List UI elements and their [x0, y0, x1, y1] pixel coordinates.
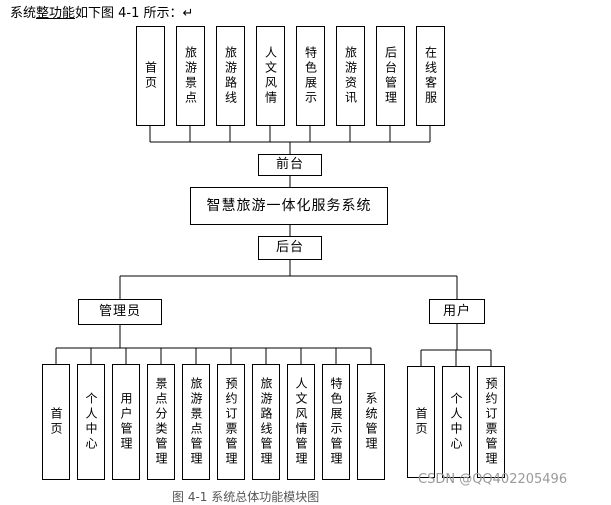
- admin-item-culture-mgmt-label: 人文风情管理: [294, 377, 308, 467]
- admin-item-home: 首页: [42, 364, 70, 480]
- admin-item-system-mgmt: 系统管理: [357, 364, 385, 480]
- user-item-booking-mgmt-label: 预约订票管理: [484, 377, 498, 467]
- node-scenic-spots: 旅游景点: [176, 26, 205, 126]
- admin-item-profile-label: 个人中心: [84, 392, 98, 452]
- caption-suffix: 如下图 4-1 所示：: [75, 6, 183, 21]
- admin-item-route-mgmt-label: 旅游路线管理: [259, 377, 273, 467]
- user-item-profile: 个人中心: [442, 366, 470, 478]
- admin-item-scenic-mgmt: 旅游景点管理: [182, 364, 210, 480]
- return-mark-icon: ↵: [182, 6, 194, 21]
- node-admin-label: 管理员: [98, 304, 141, 319]
- node-featured: 特色展示: [296, 26, 325, 126]
- admin-item-booking-mgmt: 预约订票管理: [217, 364, 245, 480]
- admin-item-user-mgmt: 用户管理: [112, 364, 140, 480]
- node-featured-label: 特色展示: [303, 46, 318, 106]
- node-news: 旅游资讯: [336, 26, 365, 126]
- caption-prefix: 系统: [10, 6, 37, 21]
- node-online-service: 在线客服: [416, 26, 445, 126]
- admin-item-spot-category: 景点分类管理: [147, 364, 175, 480]
- admin-item-booking-mgmt-label: 预约订票管理: [224, 377, 238, 467]
- admin-item-route-mgmt: 旅游路线管理: [252, 364, 280, 480]
- node-tour-routes: 旅游路线: [216, 26, 245, 126]
- admin-item-scenic-mgmt-label: 旅游景点管理: [189, 377, 203, 467]
- node-backend-admin-label: 后台管理: [383, 46, 398, 106]
- node-culture-label: 人文风情: [263, 46, 278, 106]
- node-backend-admin: 后台管理: [376, 26, 405, 126]
- node-system-title: 智慧旅游一体化服务系统: [190, 187, 388, 225]
- admin-item-home-label: 首页: [49, 407, 63, 437]
- admin-item-culture-mgmt: 人文风情管理: [287, 364, 315, 480]
- admin-item-spot-category-label: 景点分类管理: [154, 377, 168, 467]
- figure-caption: 图 4-1 系统总体功能模块图: [172, 490, 320, 504]
- admin-item-profile: 个人中心: [77, 364, 105, 480]
- node-admin: 管理员: [78, 299, 162, 325]
- user-item-booking-mgmt: 预约订票管理: [477, 366, 505, 478]
- node-user: 用户: [429, 299, 485, 324]
- user-item-profile-label: 个人中心: [449, 392, 463, 452]
- watermark: CSDN @QQ402205496: [418, 472, 568, 487]
- intro-caption: 系统整功能如下图 4-1 所示：↵: [10, 2, 193, 21]
- admin-item-system-mgmt-label: 系统管理: [364, 392, 378, 452]
- caption-underlined: 整功能: [36, 6, 76, 21]
- node-frontend-label: 前台: [275, 157, 304, 172]
- admin-item-featured-mgmt: 特色展示管理: [322, 364, 350, 480]
- node-home-label: 首页: [143, 61, 158, 91]
- node-frontend: 前台: [258, 154, 322, 176]
- node-backend: 后台: [258, 236, 322, 260]
- node-scenic-spots-label: 旅游景点: [183, 46, 198, 106]
- user-item-home: 首页: [407, 366, 435, 478]
- node-culture: 人文风情: [256, 26, 285, 126]
- node-system-title-label: 智慧旅游一体化服务系统: [206, 198, 372, 214]
- admin-item-featured-mgmt-label: 特色展示管理: [329, 377, 343, 467]
- user-item-home-label: 首页: [414, 407, 428, 437]
- node-user-label: 用户: [442, 303, 471, 319]
- node-tour-routes-label: 旅游路线: [223, 46, 238, 106]
- node-backend-label: 后台: [275, 240, 304, 255]
- node-online-service-label: 在线客服: [423, 46, 438, 106]
- admin-item-user-mgmt-label: 用户管理: [119, 392, 133, 452]
- node-news-label: 旅游资讯: [343, 46, 358, 106]
- node-home: 首页: [136, 26, 165, 126]
